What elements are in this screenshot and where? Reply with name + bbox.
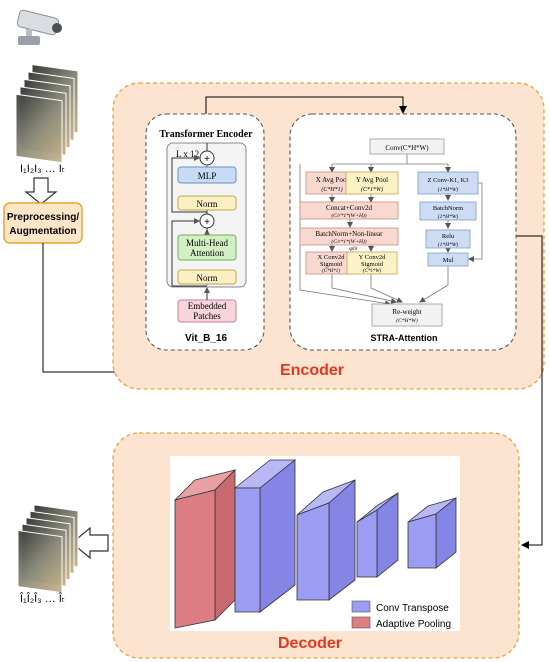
conv-transpose-block-2 <box>296 479 356 601</box>
decoder-label: Decoder <box>278 635 342 652</box>
reweight-line1: Re-weight <box>392 308 421 316</box>
conv-transpose-block-4 <box>407 497 457 569</box>
yconv-line1: Y Conv2d <box>359 254 386 261</box>
down-arrow-icon <box>24 177 58 205</box>
left-arrow-icon <box>71 526 109 560</box>
mul-label: Mul <box>443 257 454 264</box>
relu-line2: (1*H*W) <box>438 241 459 248</box>
mha-block <box>177 234 237 261</box>
output-frames-label: Î₁Î₂Î₃ … Îₜ <box>19 592 65 605</box>
vit-caption: Vit_B_16 <box>185 333 228 344</box>
reweight-line2: (C*H*W) <box>396 317 418 324</box>
residual-add-bottom-icon <box>199 213 215 229</box>
split-label: split <box>349 247 358 252</box>
embed-line2: Patches <box>193 311 221 321</box>
mlp-block <box>177 166 237 184</box>
input-frames-stack <box>15 63 79 164</box>
concat-line2: (C/r*1*(W+H)) <box>331 212 366 219</box>
yconv-line2: Sigmoid <box>361 261 384 268</box>
yavg-line1: Y Avg Pool <box>356 176 388 184</box>
encoder-label: Encoder <box>280 362 344 379</box>
y-avg-pool-block <box>345 171 399 195</box>
svg-text:+: + <box>204 154 210 165</box>
adaptive-pooling-block <box>173 469 237 629</box>
relu-block <box>425 229 471 249</box>
norm-bottom-label: Norm <box>197 273 218 283</box>
bn-line1: BatchNorm+Non-linear <box>316 230 384 238</box>
xavg-line1: X Avg Pool <box>316 176 349 184</box>
legend-conv-transpose: Conv Transpose <box>376 603 449 614</box>
zbn-line2: (1*H*W) <box>438 213 459 220</box>
cctv-camera-icon <box>16 9 62 45</box>
stra-conv-input <box>369 138 445 155</box>
reweight-block <box>371 303 443 327</box>
norm-top-block <box>177 195 237 211</box>
conv-transpose-block-1 <box>233 459 297 613</box>
batchnorm-nonlinear-block <box>299 227 399 246</box>
svg-text:+: + <box>204 217 210 228</box>
encoder-to-decoder-arrow <box>516 235 543 549</box>
norm-top-label: Norm <box>197 199 218 209</box>
y-conv-sigmoid-block <box>346 251 398 275</box>
preprocessing-box <box>3 202 83 244</box>
xconv-line2: Sigmoid <box>320 261 343 268</box>
legend-swatch-adaptive-pooling <box>351 616 371 629</box>
concat-conv-block <box>299 201 399 220</box>
preprocess-line1: Preprocessing/ <box>7 212 79 223</box>
yavg-line2: (C*1*W) <box>361 186 383 193</box>
vit-title: Transformer Encoder <box>159 129 253 140</box>
bn-line2: (C/r*1*(W+H)) <box>331 238 366 245</box>
legend-swatch-conv-transpose <box>351 600 371 613</box>
conv-transpose-block-3 <box>356 492 399 578</box>
output-frames-stack <box>17 504 79 594</box>
legend-adaptive-pooling: Adaptive Pooling <box>376 619 451 630</box>
vit-repeat: L x 12 <box>176 149 199 159</box>
norm-bottom-block <box>177 269 237 285</box>
mlp-label: MLP <box>198 171 217 181</box>
embed-line1: Embedded <box>188 301 227 311</box>
zconv-line1: Z Conv-K1, K3 <box>428 177 469 184</box>
input-frames-label: I₁I₂I₃ … Iₜ <box>20 163 65 175</box>
stra-conv-top-label: Conv(C*H*W) <box>385 144 429 152</box>
relu-line1: Relu <box>442 233 455 240</box>
stra-caption: STRA-Attention <box>371 333 438 343</box>
zbn-line1: BatchNorm <box>433 205 463 212</box>
concat-line1: Concat+Conv2d <box>326 204 372 212</box>
mha-line2: Attention <box>190 248 224 258</box>
mul-block <box>427 252 469 267</box>
z-batchnorm-block <box>419 201 477 221</box>
yconv-line3: (C*1*W) <box>363 269 382 274</box>
vit-to-stra-arrow <box>205 96 407 118</box>
xconv-line1: X Conv2d <box>318 254 346 261</box>
zconv-line2: (1*H*W) <box>438 186 459 193</box>
z-conv-block <box>417 171 479 195</box>
preprocess-line2: Augmentation <box>9 226 76 237</box>
xavg-line2: (C*H*1) <box>321 186 342 193</box>
mha-line1: Multi-Head <box>186 238 228 248</box>
residual-add-top-icon <box>199 150 215 166</box>
xconv-line3: (C*H*1) <box>322 269 340 274</box>
